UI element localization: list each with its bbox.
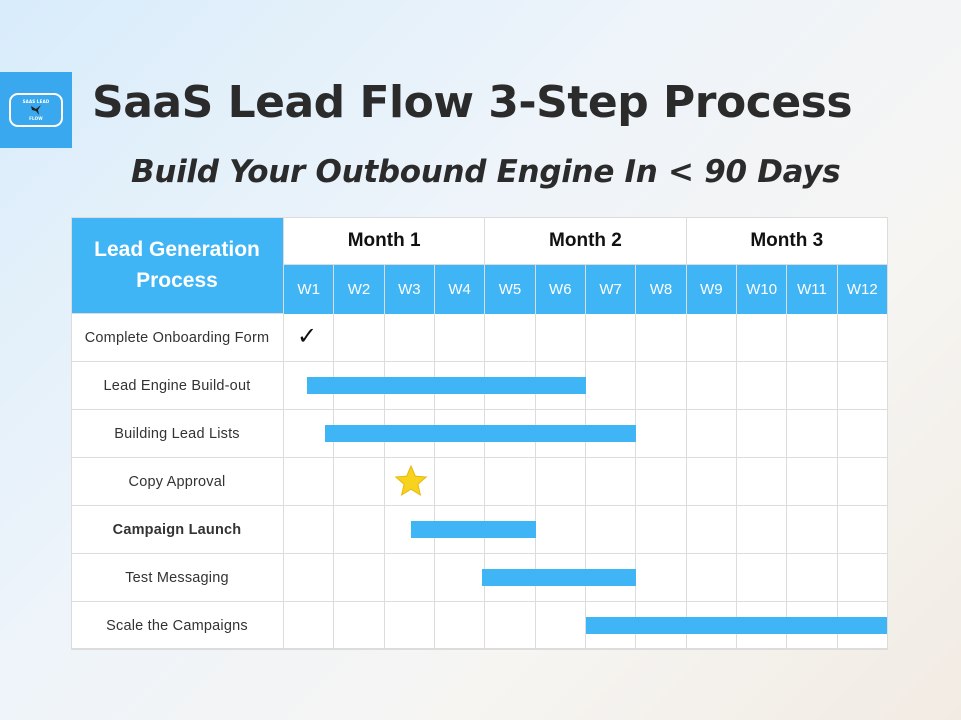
grid-cell: [686, 314, 737, 362]
grid-cell: [535, 458, 586, 506]
week-header: W8: [636, 265, 687, 314]
task-label: Campaign Launch: [71, 506, 284, 554]
task-label: Copy Approval: [71, 458, 284, 506]
week-header: W5: [485, 265, 536, 314]
grid-cell: [434, 602, 486, 650]
gantt-bar: [481, 569, 637, 586]
grid-cell: [334, 602, 385, 650]
grid-cell: [736, 410, 788, 458]
logo-badge: SAAS LEAD FLOW: [9, 93, 63, 127]
grid-cell: [284, 506, 335, 554]
task-label: Building Lead Lists: [71, 410, 284, 458]
grid-cell: [334, 506, 385, 554]
grid-cell: [787, 314, 838, 362]
grid-cell: [535, 506, 586, 554]
grid-cell: [636, 410, 687, 458]
grid-cell: [384, 602, 435, 650]
grid-cell: [585, 314, 637, 362]
page-subtitle: Build Your Outbound Engine In < 90 Days: [131, 154, 841, 190]
month-header: Month 3: [686, 217, 888, 265]
grid-cell: [787, 554, 838, 602]
logo-bottom-text: FLOW: [29, 116, 43, 121]
grid-cell: [686, 410, 737, 458]
grid-cell: [535, 314, 586, 362]
grid-cell: [837, 554, 888, 602]
grid-cell: [686, 362, 737, 410]
task-label: Scale the Campaigns: [71, 602, 284, 650]
grid-cell: [736, 506, 788, 554]
grid-cell: [686, 506, 737, 554]
checkmark-icon: ✓: [297, 322, 318, 350]
gantt-corner-header: Lead Generation Process: [71, 217, 284, 314]
grid-cell: [686, 554, 737, 602]
week-header: W11: [787, 265, 838, 314]
grid-cell: [585, 362, 637, 410]
grid-cell: [636, 362, 687, 410]
grid-cell: [585, 458, 637, 506]
grid-cell: [585, 506, 637, 554]
grid-cell: [686, 458, 737, 506]
grid-cell: [334, 458, 385, 506]
grid-cell: [334, 314, 385, 362]
grid-cell: [636, 506, 687, 554]
grid-cell: [434, 314, 486, 362]
month-header: Month 2: [485, 217, 687, 265]
grid-cell: [787, 458, 838, 506]
hummingbird-icon: [31, 105, 41, 115]
grid-cell: [636, 314, 687, 362]
grid-cell: [384, 458, 435, 506]
task-label: Test Messaging: [71, 554, 284, 602]
grid-cell: [787, 410, 838, 458]
week-header: W3: [384, 265, 435, 314]
grid-cell: [535, 602, 586, 650]
week-header: W9: [686, 265, 737, 314]
gantt-bar: [306, 377, 586, 394]
grid-cell: [736, 314, 788, 362]
star-icon: [394, 464, 428, 496]
gantt-bar: [585, 617, 888, 634]
grid-cell: [384, 554, 435, 602]
week-header: W1: [284, 265, 335, 314]
grid-cell: [284, 554, 335, 602]
grid-cell: [284, 602, 335, 650]
grid-cell: [284, 458, 335, 506]
grid-cell: [334, 554, 385, 602]
grid-cell: [736, 362, 788, 410]
grid-cell: [787, 362, 838, 410]
page-title: SaaS Lead Flow 3-Step Process: [92, 77, 853, 128]
grid-cell: [837, 410, 888, 458]
grid-cell: [837, 506, 888, 554]
task-label: Lead Engine Build-out: [71, 362, 284, 410]
gantt-bar: [410, 521, 536, 538]
grid-cell: [636, 458, 687, 506]
grid-cell: [485, 602, 536, 650]
grid-cell: [837, 362, 888, 410]
grid-cell: [485, 314, 536, 362]
week-header: W12: [837, 265, 888, 314]
grid-cell: [434, 554, 486, 602]
task-label: Complete Onboarding Form: [71, 314, 284, 362]
gantt-bar: [325, 425, 637, 442]
grid-cell: [837, 314, 888, 362]
grid-cell: [837, 458, 888, 506]
week-header: W7: [585, 265, 637, 314]
week-header: W2: [334, 265, 385, 314]
logo-top-text: SAAS LEAD: [22, 99, 50, 104]
week-header: W10: [736, 265, 788, 314]
grid-cell: [736, 554, 788, 602]
grid-cell: [485, 458, 536, 506]
month-header: Month 1: [284, 217, 486, 265]
grid-cell: [384, 314, 435, 362]
grid-cell: [636, 554, 687, 602]
week-header: W4: [434, 265, 486, 314]
logo: SAAS LEAD FLOW: [0, 72, 72, 148]
week-header: W6: [535, 265, 586, 314]
grid-cell: [736, 458, 788, 506]
grid-cell: [284, 314, 335, 362]
grid-cell: [787, 506, 838, 554]
grid-cell: [434, 458, 486, 506]
